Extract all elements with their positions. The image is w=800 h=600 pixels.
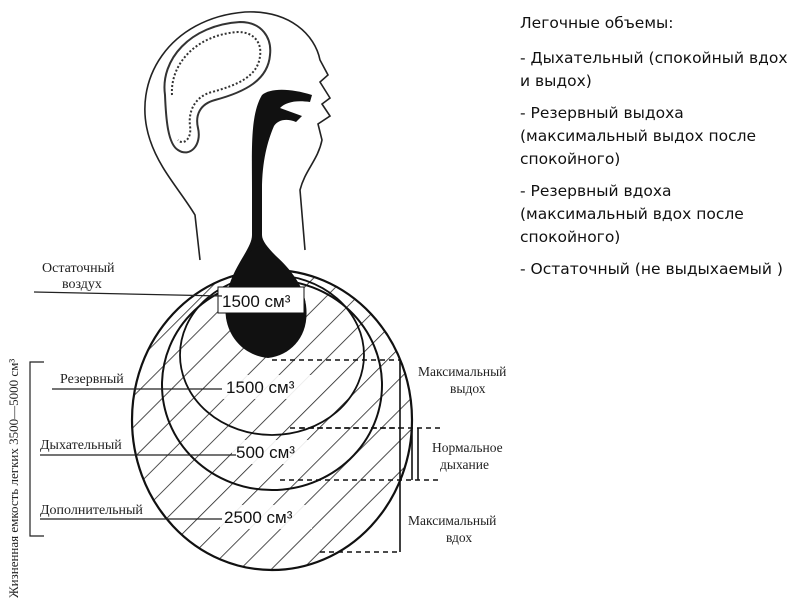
- volume-residual: 1500 см³: [222, 292, 291, 311]
- label-additional: Дополнительный: [40, 503, 143, 518]
- label-reserve: Резервный: [60, 372, 124, 387]
- label-normal-1: Нормальное: [432, 440, 503, 455]
- label-normal-2: дыхание: [440, 457, 489, 472]
- volume-additional: 2500 см³: [224, 508, 293, 527]
- label-max-inhale-2: вдох: [446, 530, 472, 545]
- head-silhouette: [144, 11, 332, 261]
- legend-item-expiratory-reserve: - Резервный выдоха (максимальный выдох п…: [520, 104, 757, 168]
- volume-tidal: 500 см³: [236, 443, 295, 462]
- label-residual-1: Остаточный: [42, 261, 115, 276]
- legend-title: Легочные объемы:: [520, 14, 674, 32]
- legend-item-inspiratory-reserve: - Резервный вдоха (максимальный вдох пос…: [520, 182, 744, 246]
- label-max-inhale-1: Максимальный: [408, 513, 496, 528]
- lung-volumes-diagram: 1500 см³ 1500 см³ 500 см³ 2500 см³ Остат…: [6, 11, 506, 598]
- label-vital-capacity: Жизненная емкость легких 3500—5000 см³: [6, 359, 21, 598]
- legend-item-residual: - Остаточный (не выдыхаемый ): [520, 260, 783, 278]
- legend-panel: Легочные объемы: - Дыхательный (спокойны…: [520, 12, 792, 290]
- label-tidal: Дыхательный: [40, 438, 122, 453]
- label-max-exhale-2: выдох: [450, 381, 486, 396]
- brain-icon: [163, 20, 272, 154]
- label-max-exhale-1: Максимальный: [418, 364, 506, 379]
- label-residual-2: воздух: [62, 277, 102, 292]
- lung-volumes-shape: [130, 245, 414, 572]
- volume-reserve: 1500 см³: [226, 378, 295, 397]
- legend-item-tidal: - Дыхательный (спокойный вдох и выдох): [520, 49, 788, 90]
